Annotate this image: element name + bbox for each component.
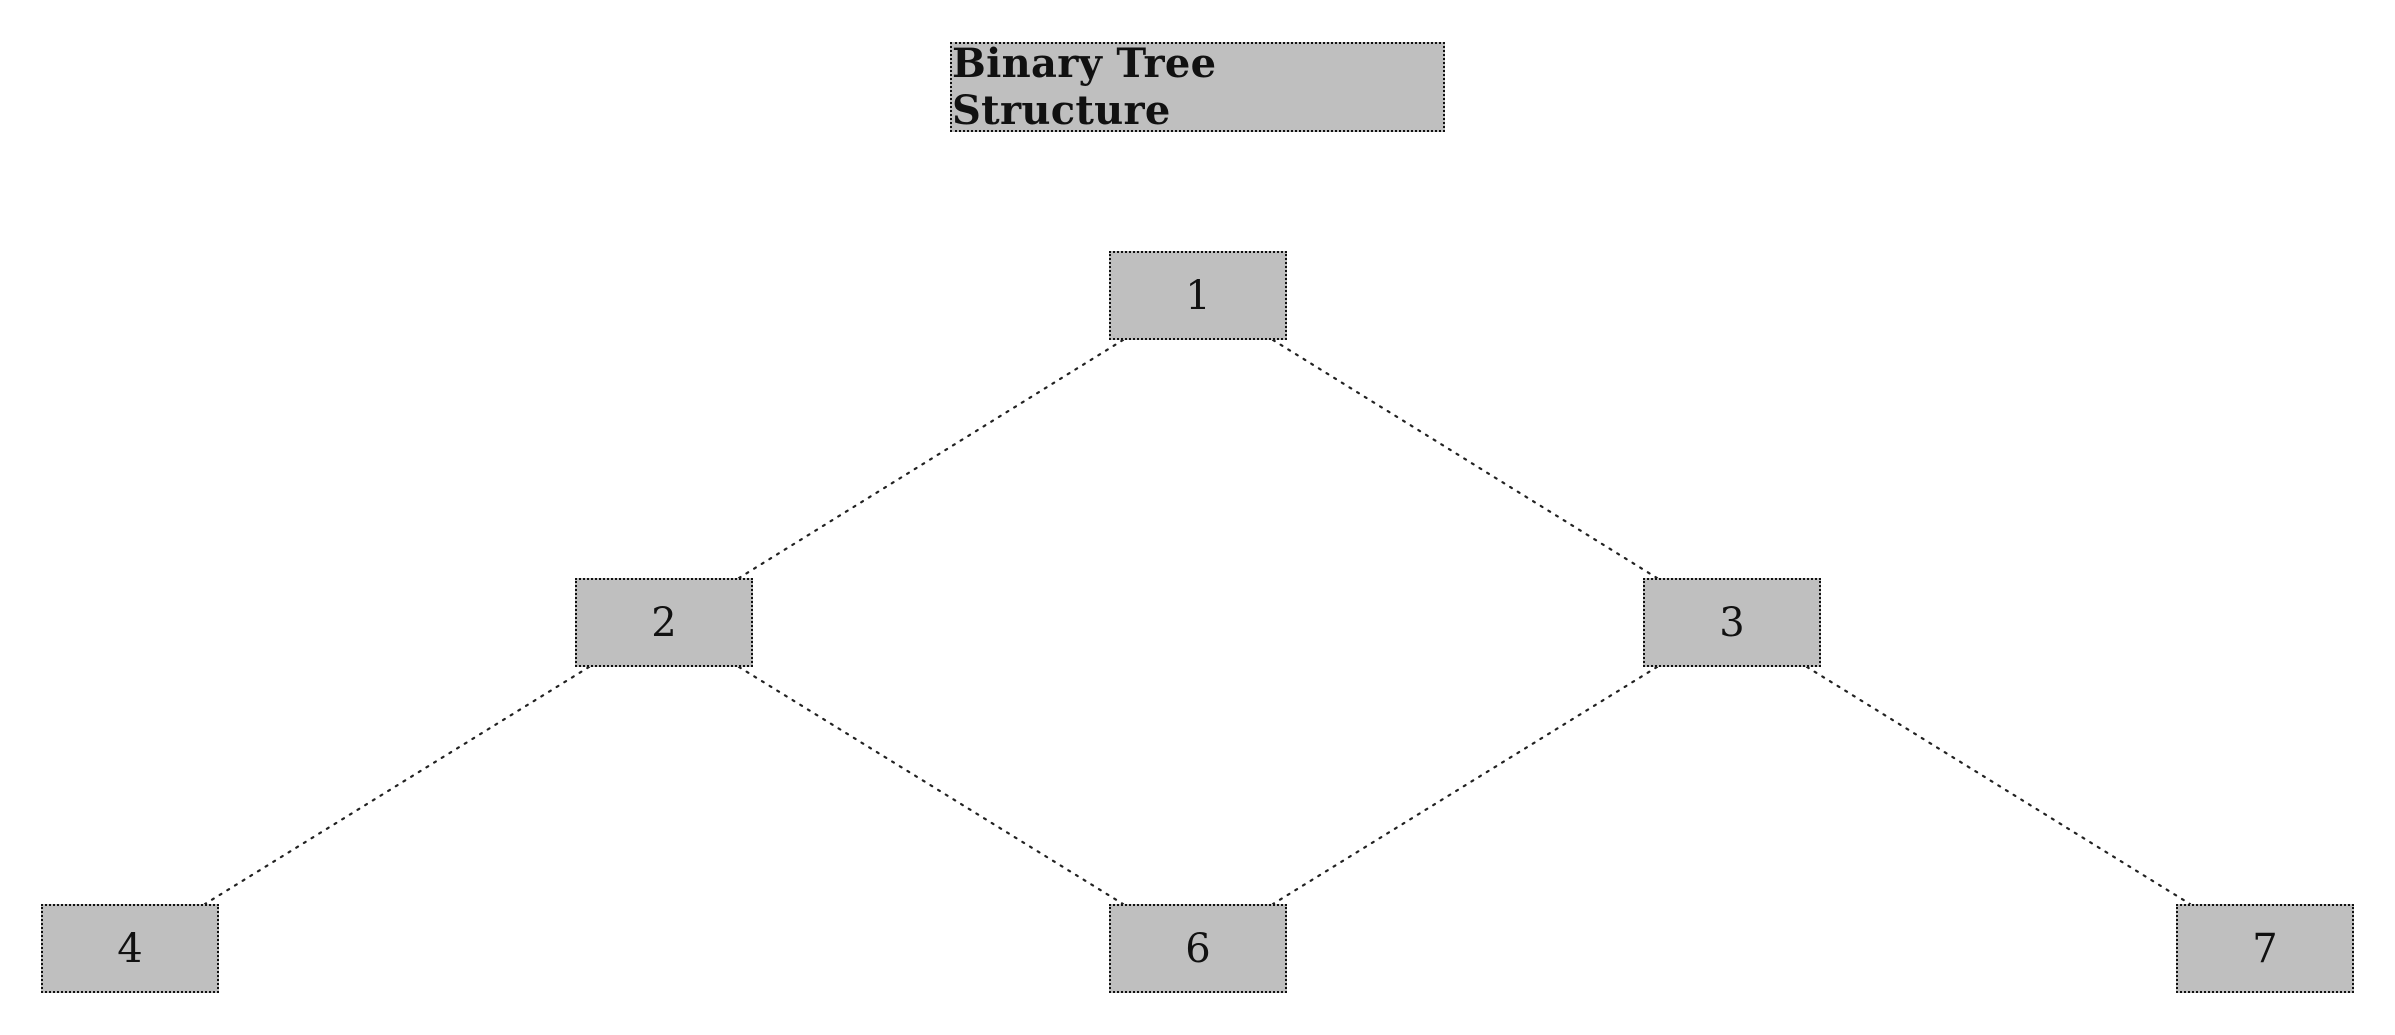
tree-node-7: 7 (2176, 904, 2354, 993)
edge-2-to-4 (203, 665, 591, 906)
tree-node-6: 6 (1109, 904, 1287, 993)
edge-3-to-7 (1805, 665, 2192, 906)
edge-1-to-2 (737, 338, 1125, 580)
edge-3-to-6 (1271, 665, 1659, 906)
tree-node-2: 2 (575, 578, 753, 667)
tree-node-4: 4 (41, 904, 219, 993)
diagram-title: Binary Tree Structure (950, 40, 1445, 134)
tree-node-1: 1 (1109, 251, 1287, 340)
edge-2-to-6 (737, 665, 1125, 906)
edge-1-to-3 (1271, 338, 1659, 580)
tree-node-3: 3 (1643, 578, 1821, 667)
